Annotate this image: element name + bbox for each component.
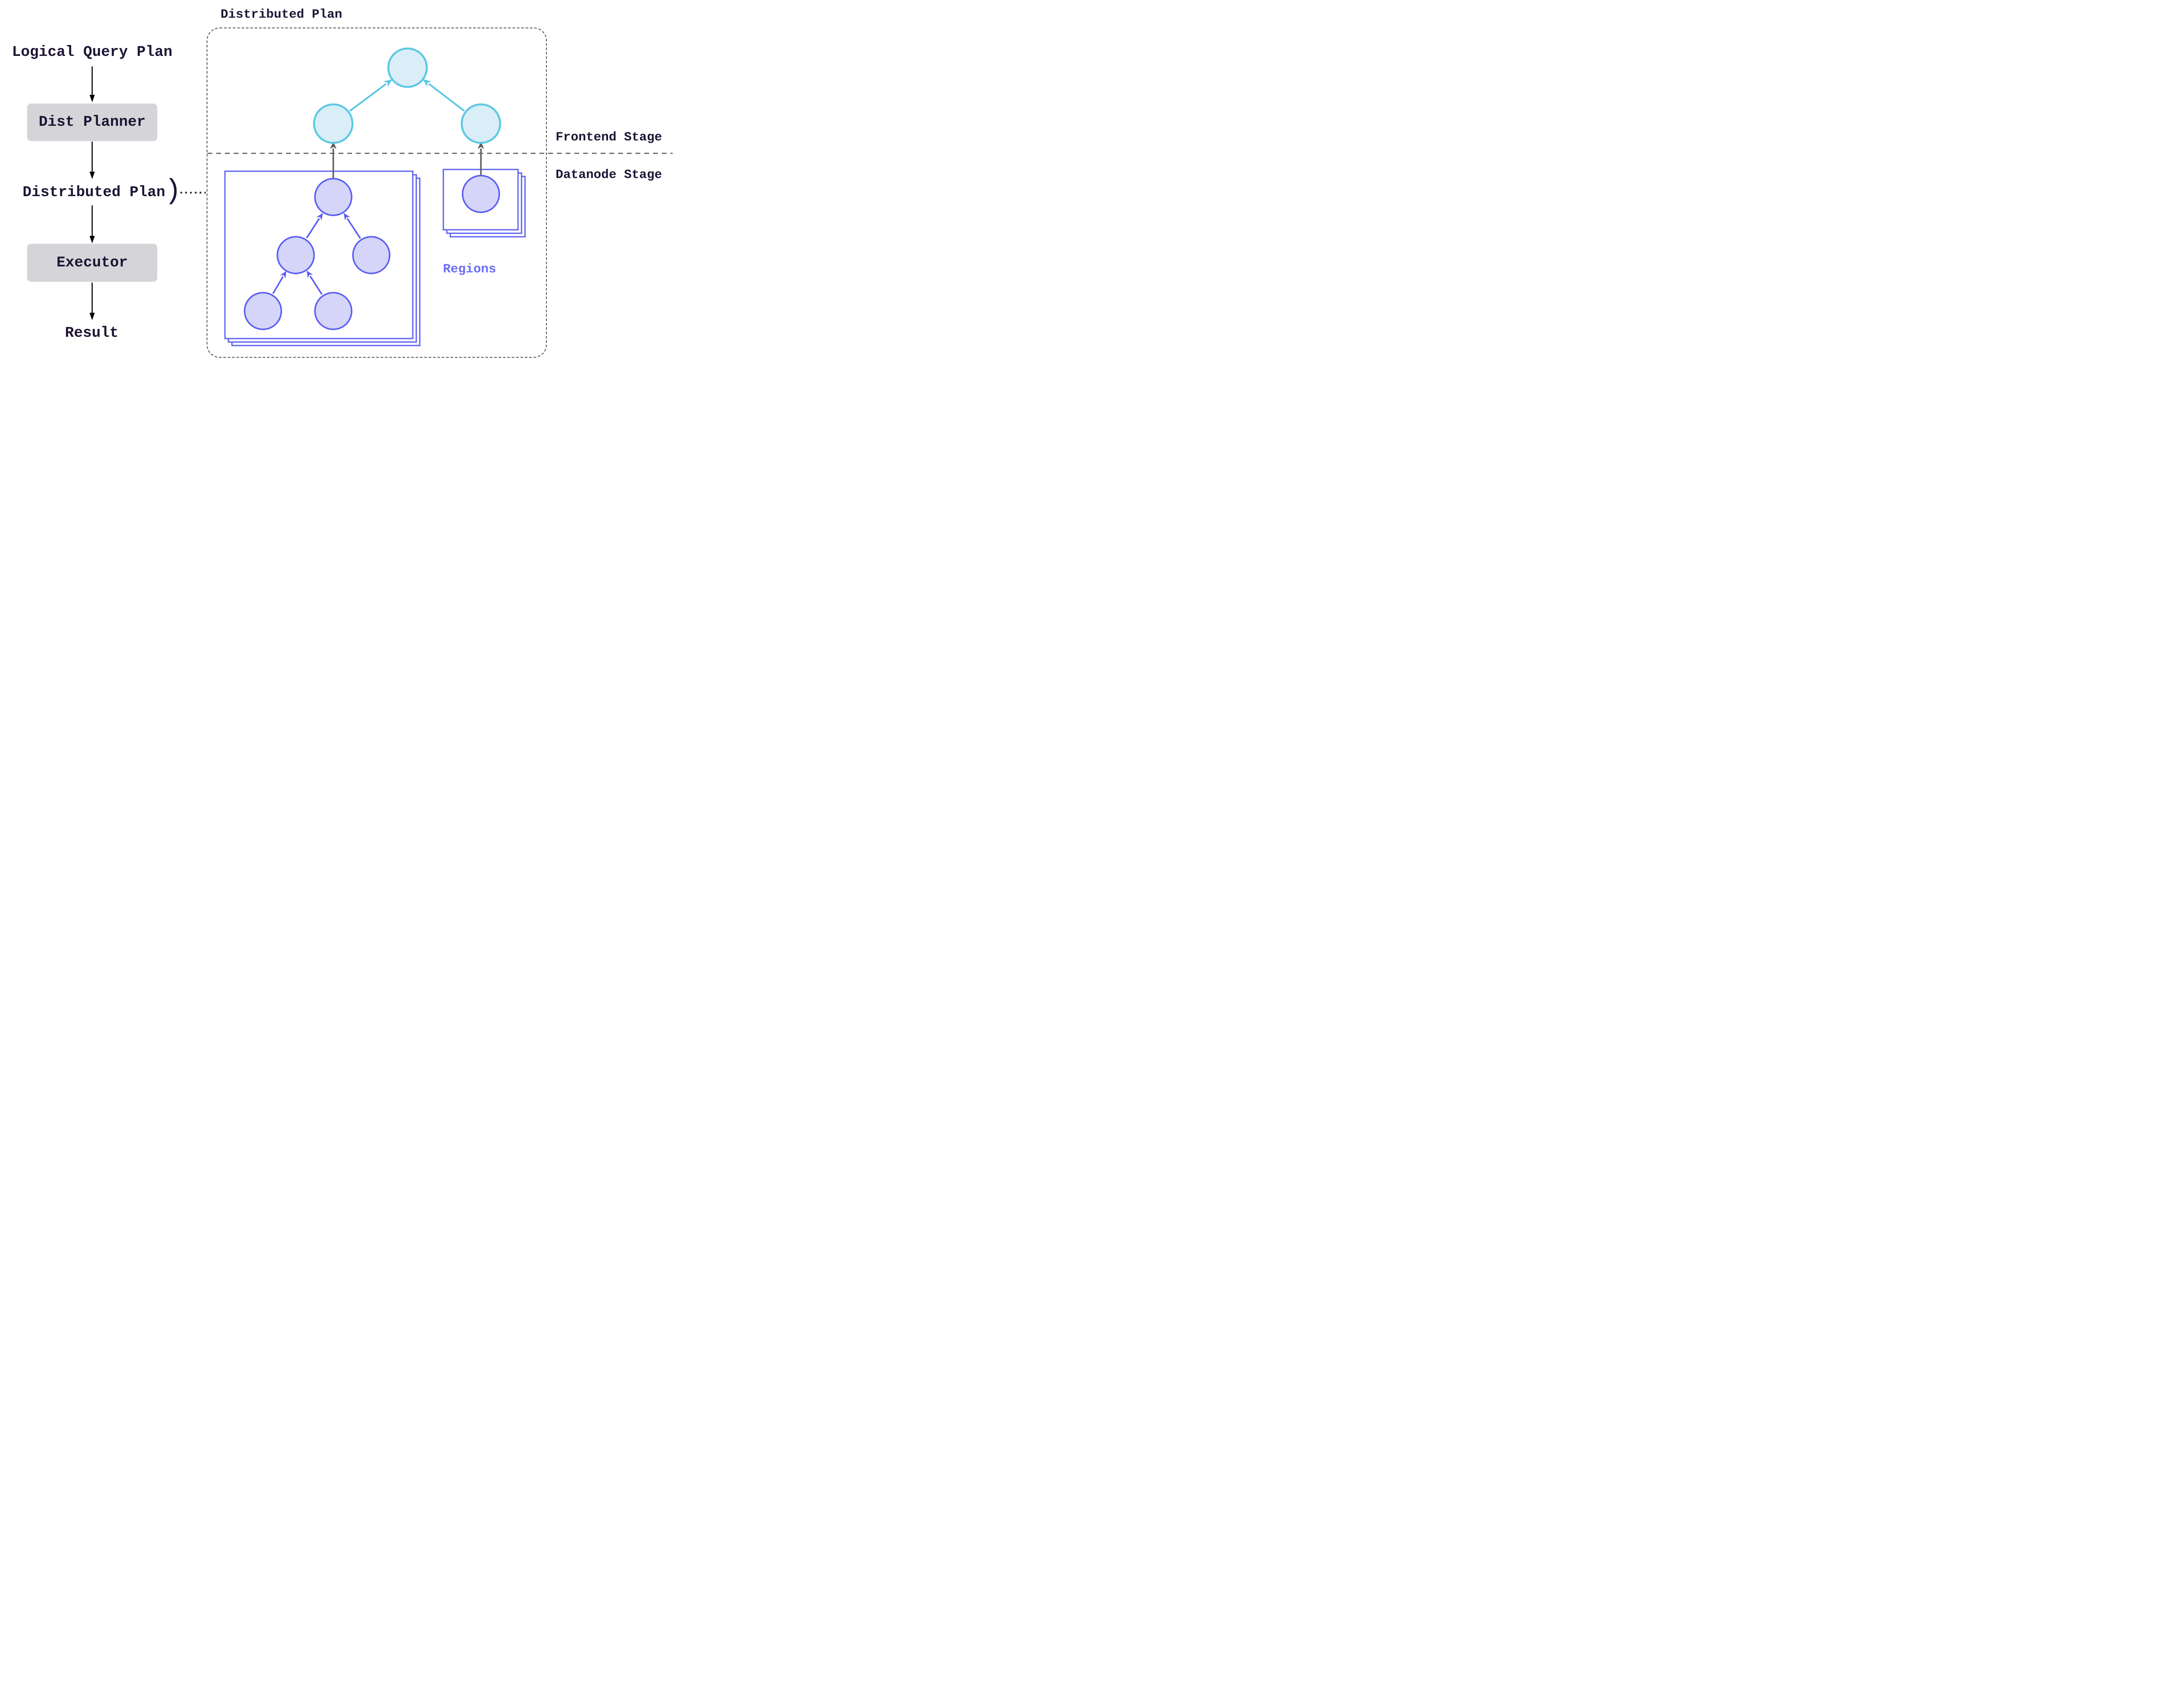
distributed-plan-label: Distributed Plan bbox=[22, 184, 166, 201]
arrow-botleft-to-midleft bbox=[272, 271, 287, 294]
frontend-plan-nodes bbox=[313, 47, 501, 144]
arrow-botright-to-midleft bbox=[306, 270, 323, 295]
result-label: Result bbox=[65, 325, 119, 342]
frontend-tree-arrows bbox=[349, 79, 465, 112]
datanode-node-mid-left bbox=[276, 236, 315, 274]
arrow-midleft-to-root bbox=[306, 213, 323, 239]
frontend-node-left bbox=[313, 103, 354, 144]
frontend-node-root bbox=[387, 47, 428, 88]
datanode-node-bottom-left bbox=[244, 292, 282, 330]
datanode-tree-arrows bbox=[272, 213, 361, 295]
arrow-frontend-right-to-root bbox=[422, 79, 465, 112]
diagram-shapes bbox=[90, 47, 673, 346]
diagram-canvas: Logical Query Plan Dist Planner Distribu… bbox=[0, 0, 673, 360]
stage-link-arrows bbox=[330, 142, 484, 179]
logical-query-plan-label: Logical Query Plan bbox=[12, 44, 173, 61]
arrow-frontend-left-to-root bbox=[349, 79, 393, 112]
datanode-node-mid-right bbox=[352, 236, 390, 274]
datanode-node-right-region bbox=[462, 175, 500, 213]
dist-planner-label: Dist Planner bbox=[38, 114, 146, 131]
frontend-node-right bbox=[460, 103, 501, 144]
executor-box: Executor bbox=[27, 244, 157, 282]
dist-planner-box: Dist Planner bbox=[27, 104, 157, 141]
datanode-node-bottom-right bbox=[314, 292, 352, 330]
regions-label: Regions bbox=[443, 262, 496, 277]
frontend-stage-label: Frontend Stage bbox=[556, 130, 662, 145]
datanode-plan-nodes bbox=[244, 175, 500, 330]
executor-label: Executor bbox=[56, 254, 128, 271]
datanode-stage-label: Datanode Stage bbox=[556, 167, 662, 182]
datanode-node-root bbox=[314, 178, 352, 216]
distributed-plan-title: Distributed Plan bbox=[221, 7, 342, 22]
brace-glyph: ) bbox=[164, 176, 182, 207]
arrow-midright-to-root bbox=[343, 213, 361, 239]
distributed-plan-container bbox=[207, 28, 547, 358]
